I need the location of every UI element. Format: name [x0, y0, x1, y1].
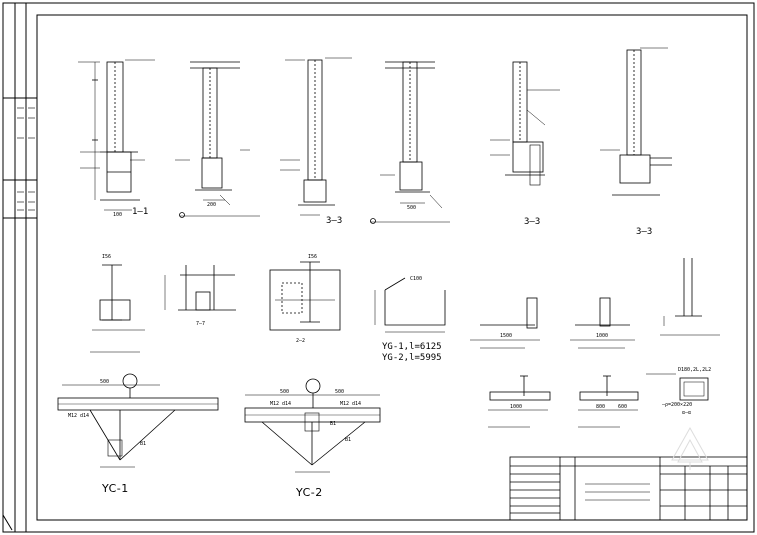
bar-m12-b: M12 d14 [270, 401, 291, 407]
alpha-label: α—α [682, 410, 691, 416]
yc-2-truss [244, 378, 381, 473]
dim-1500: 1500 [500, 333, 512, 339]
dim-600: 600 [618, 404, 627, 410]
title-block [509, 456, 748, 521]
c100-label: C100 [410, 276, 422, 282]
dim-500: 500 [407, 205, 416, 211]
bar-b1-b: B1 [330, 421, 336, 427]
column-detail-1 [78, 59, 155, 211]
dim-100: 100 [113, 212, 122, 218]
alpha-section [646, 373, 709, 401]
yg-1-label: YG-1,l=6125 [382, 342, 442, 352]
base-detail-1 [488, 375, 551, 428]
dim-800: 800 [596, 404, 605, 410]
yc-1-label: YC-1 [101, 482, 129, 495]
dim-200: 200 [207, 202, 216, 208]
i56-label-a: I56 [102, 254, 111, 260]
bar-b1-c: B1 [345, 437, 351, 443]
column-detail-4 [370, 61, 450, 224]
yc-1-truss [57, 373, 219, 468]
section-label-3-3c: 3—3 [636, 227, 652, 237]
dim-500-c: 500 [280, 389, 289, 395]
yc-2-label: YC-2 [295, 486, 323, 499]
section-label-7-7: 7—7 [196, 321, 205, 327]
section-label-3-3a: 3—3 [326, 216, 342, 226]
binding-margin-text [17, 107, 35, 211]
watermark [671, 426, 709, 470]
i56-label-b: I56 [308, 254, 317, 260]
yg-2-label: YG-2,l=5995 [382, 353, 442, 363]
i-section-detail [90, 264, 145, 353]
yg-bent-bar [374, 277, 446, 333]
dim-500-b: 500 [100, 379, 109, 385]
ph-label: D180,2L,2L2 [678, 367, 711, 373]
section-label-2-2: 2—2 [296, 338, 305, 344]
support-detail-2 [570, 297, 635, 349]
dim-500-d: 500 [335, 389, 344, 395]
column-detail-5 [490, 61, 560, 186]
section-label-1-1: 1—1 [132, 207, 148, 217]
support-detail-1 [470, 297, 540, 349]
column-detail-3 [280, 57, 352, 216]
bar-m12-a: M12 d14 [68, 413, 89, 419]
base-detail-2 [578, 375, 639, 428]
rho-label: —ρ=200×220 [662, 402, 692, 408]
column-detail-2 [175, 61, 260, 218]
post-detail [660, 258, 720, 336]
bar-b1: B1 [140, 441, 146, 447]
dim-1000: 1000 [596, 333, 608, 339]
section-7-7-detail [164, 265, 236, 311]
section-2-2-detail [269, 261, 341, 331]
section-label-3-3b: 3—3 [524, 217, 540, 227]
bar-m12-c: M12 d14 [340, 401, 361, 407]
column-detail-6 [600, 47, 672, 196]
dim-1000-b: 1000 [510, 404, 522, 410]
